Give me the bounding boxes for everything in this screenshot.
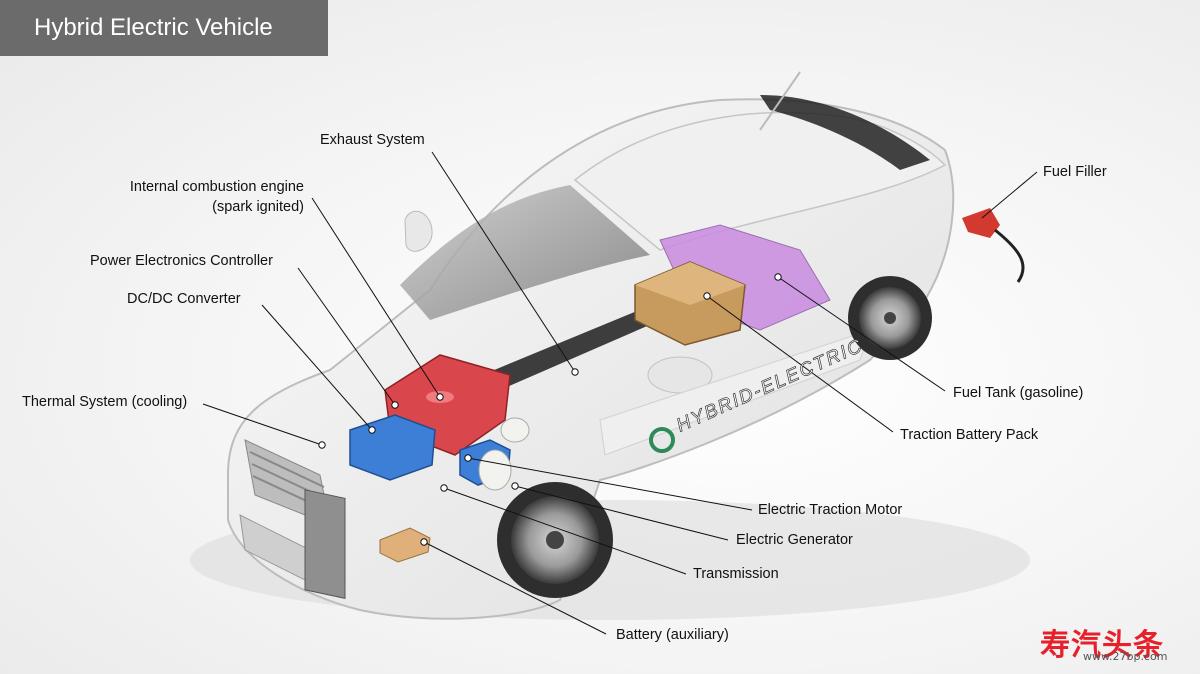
label-battery-auxiliary: Battery (auxiliary) — [616, 627, 729, 643]
windshield — [400, 185, 650, 320]
leader-ice — [311, 197, 441, 398]
watermark-logo: 寿汽头条 — [1040, 628, 1164, 663]
label-thermal-system: Thermal System (cooling) — [22, 394, 188, 410]
label-transmission: Transmission — [693, 566, 779, 582]
label-fuel-filler: Fuel Filler — [1043, 164, 1107, 180]
front-wheel — [497, 482, 613, 598]
auxiliary-battery — [379, 527, 431, 563]
label-fuel-tank: Fuel Tank (gasoline) — [953, 385, 1084, 401]
antenna — [759, 71, 801, 131]
leader-aux-battery — [423, 541, 607, 635]
door-panel — [599, 329, 871, 456]
leader-fuel-filler — [981, 171, 1038, 219]
fuel-nozzle — [962, 208, 1000, 238]
label-traction-battery-pack: Traction Battery Pack — [900, 427, 1039, 443]
roof — [573, 111, 947, 251]
label-electric-generator: Electric Generator — [736, 532, 853, 548]
label-dcdc-converter: DC/DC Converter — [127, 291, 241, 307]
hybrid-logo-circle — [649, 427, 675, 453]
leader-thermal — [202, 403, 323, 446]
title-bar: Hybrid Electric Vehicle — [0, 0, 328, 56]
label-exhaust-system: Exhaust System — [320, 132, 425, 148]
leader-lines — [202, 151, 1038, 635]
page-title: Hybrid Electric Vehicle — [34, 14, 273, 41]
label-power-electronics-controller: Power Electronics Controller — [90, 253, 273, 269]
label-ice-line2: (spark ignited) — [212, 199, 304, 215]
leader-generator — [514, 485, 729, 541]
radiator — [304, 489, 346, 599]
leader-exhaust — [431, 151, 576, 373]
side-mirror — [404, 210, 433, 252]
watermark-url: www.27bp.com — [1083, 650, 1168, 663]
reservoir-2 — [500, 417, 530, 443]
leader-pec — [297, 267, 396, 406]
fuel-hose — [994, 228, 1025, 283]
label-ice-line1: Internal combustion engine — [129, 179, 304, 195]
leader-traction-battery — [706, 295, 894, 433]
leader-dots — [318, 273, 782, 546]
rear-window — [760, 95, 930, 170]
leader-fuel-tank — [777, 276, 946, 392]
reservoir-1 — [478, 449, 512, 491]
leader-traction-motor — [467, 457, 753, 511]
leader-dcdc — [261, 304, 373, 431]
leader-transmission — [443, 487, 687, 575]
label-electric-traction-motor: Electric Traction Motor — [758, 502, 903, 518]
traction-battery-top — [635, 262, 745, 305]
